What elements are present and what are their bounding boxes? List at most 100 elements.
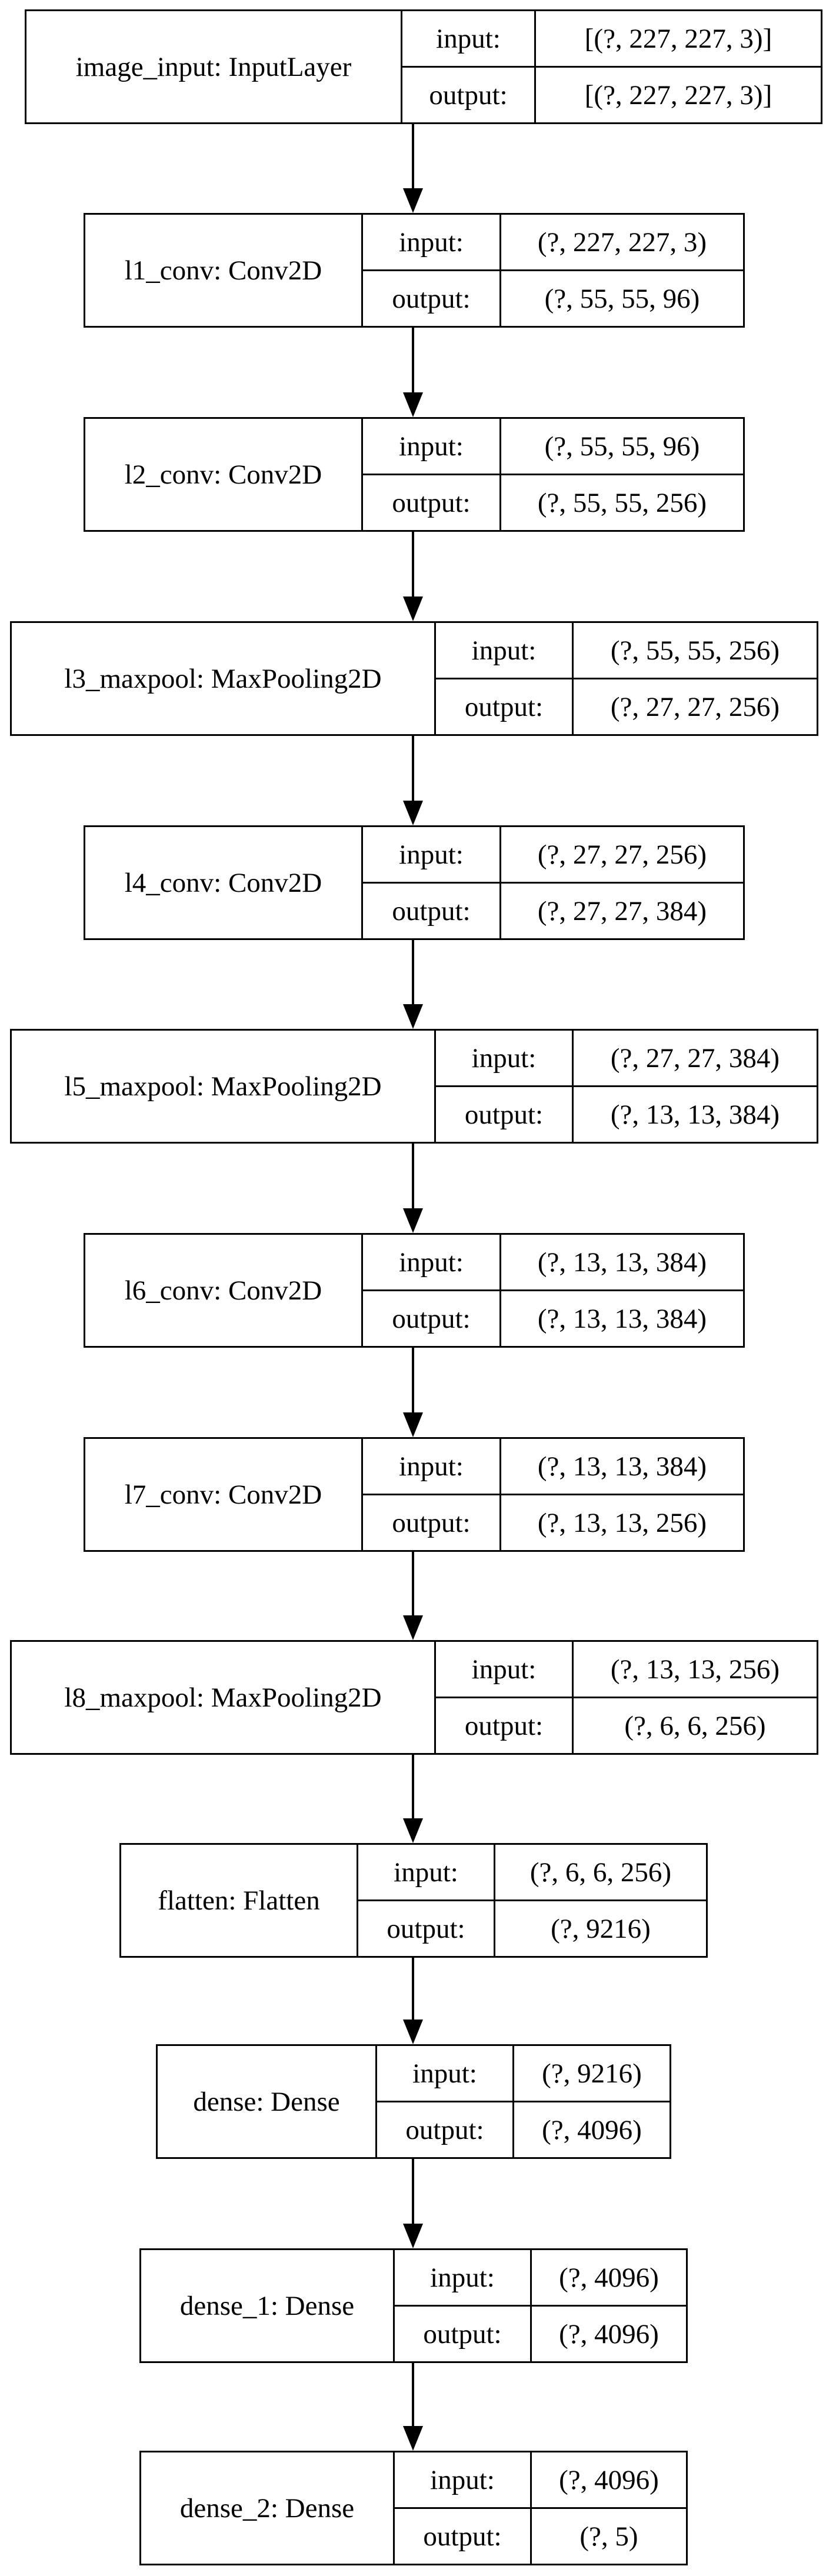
layer-node-image-input: image_input: InputLayer input: output: [… — [25, 9, 822, 124]
output-shape: (?, 13, 13, 256) — [537, 1507, 707, 1538]
input-label: input: — [363, 827, 499, 884]
input-shape: (?, 4096) — [532, 2250, 686, 2307]
input-label: input: — [436, 1031, 572, 1087]
input-label: input: — [436, 623, 572, 679]
arrowhead-icon — [403, 2224, 423, 2248]
layer-name: image_input: InputLayer — [26, 11, 402, 122]
edge-arrow — [403, 940, 423, 1029]
input-shape: (?, 13, 13, 256) — [574, 1642, 817, 1698]
layer-node-dense-2: dense_2: Dense input: output: (?, 4096) … — [139, 2451, 688, 2565]
layer-node-l2-conv: l2_conv: Conv2D input: output: (?, 55, 5… — [84, 417, 745, 532]
edge-arrow — [403, 2363, 423, 2451]
output-shape: (?, 27, 27, 384) — [537, 895, 707, 927]
output-label: output: — [405, 2114, 484, 2145]
input-label: input: — [436, 1642, 572, 1698]
edge-arrow — [403, 736, 423, 825]
layer-name: dense_1: Dense — [141, 2250, 395, 2361]
layer-name: dense: Dense — [158, 2046, 377, 2157]
output-label: output: — [387, 1913, 465, 1944]
output-label: output: — [429, 79, 508, 111]
layer-name: l4_conv: Conv2D — [85, 827, 363, 938]
output-shape: (?, 4096) — [542, 2114, 642, 2145]
output-label: output: — [392, 895, 471, 927]
edge-arrow — [403, 328, 423, 417]
output-label: output: — [423, 2318, 502, 2350]
input-label: input: — [395, 2452, 530, 2509]
arrowhead-icon — [403, 1208, 423, 1233]
layer-name: l5_maxpool: MaxPooling2D — [12, 1031, 436, 1142]
layer-name: l1_conv: Conv2D — [85, 215, 363, 326]
output-label: output: — [392, 487, 471, 518]
input-shape: [(?, 227, 227, 3)] — [536, 11, 821, 68]
input-label: input: — [402, 11, 534, 68]
layer-node-dense: dense: Dense input: output: (?, 9216) (?… — [156, 2044, 671, 2159]
layer-node-l4-conv: l4_conv: Conv2D input: output: (?, 27, 2… — [84, 825, 745, 940]
arrowhead-icon — [403, 392, 423, 417]
input-label: input: — [395, 2250, 530, 2307]
arrowhead-icon — [403, 1615, 423, 1640]
input-shape: (?, 13, 13, 384) — [501, 1439, 743, 1495]
arrowhead-icon — [403, 801, 423, 825]
input-shape: (?, 13, 13, 384) — [501, 1235, 743, 1291]
output-shape: (?, 13, 13, 384) — [537, 1303, 707, 1334]
edge-arrow — [403, 2159, 423, 2248]
output-shape: (?, 55, 55, 256) — [537, 487, 707, 518]
output-shape: [(?, 227, 227, 3)] — [584, 79, 772, 111]
arrowhead-icon — [403, 1004, 423, 1029]
layer-node-l8-maxpool: l8_maxpool: MaxPooling2D input: output: … — [10, 1640, 818, 1755]
output-label: output: — [464, 1099, 544, 1130]
output-shape: (?, 27, 27, 256) — [610, 691, 780, 722]
layer-name: l7_conv: Conv2D — [85, 1439, 363, 1550]
input-shape: (?, 9216) — [514, 2046, 670, 2102]
layer-name: l8_maxpool: MaxPooling2D — [12, 1642, 436, 1753]
layer-node-l7-conv: l7_conv: Conv2D input: output: (?, 13, 1… — [84, 1437, 745, 1552]
layer-name: l2_conv: Conv2D — [85, 419, 363, 530]
layer-name: l3_maxpool: MaxPooling2D — [12, 623, 436, 734]
layer-node-l3-maxpool: l3_maxpool: MaxPooling2D input: output: … — [10, 621, 818, 736]
output-label: output: — [423, 2521, 502, 2552]
layer-node-flatten: flatten: Flatten input: output: (?, 6, 6… — [119, 1843, 708, 1958]
arrowhead-icon — [403, 1412, 423, 1437]
input-label: input: — [363, 215, 499, 271]
edge-arrow — [403, 532, 423, 621]
input-label: input: — [363, 419, 499, 475]
output-label: output: — [392, 283, 471, 314]
arrowhead-icon — [403, 596, 423, 621]
input-label: input: — [377, 2046, 512, 2102]
input-label: input: — [358, 1845, 494, 1901]
edge-arrow — [403, 1958, 423, 2044]
output-shape: (?, 4096) — [559, 2318, 659, 2350]
layer-name: flatten: Flatten — [121, 1845, 358, 1956]
edge-arrow — [403, 1755, 423, 1843]
arrowhead-icon — [403, 1818, 423, 1843]
layer-name: dense_2: Dense — [141, 2452, 395, 2564]
edge-arrow — [403, 124, 423, 213]
arrowhead-icon — [403, 2426, 423, 2451]
output-label: output: — [392, 1303, 471, 1334]
output-shape: (?, 5) — [579, 2521, 638, 2552]
layer-name: l6_conv: Conv2D — [85, 1235, 363, 1346]
layer-node-l5-maxpool: l5_maxpool: MaxPooling2D input: output: … — [10, 1029, 818, 1144]
layer-node-l6-conv: l6_conv: Conv2D input: output: (?, 13, 1… — [84, 1233, 745, 1348]
input-shape: (?, 4096) — [532, 2452, 686, 2509]
output-shape: (?, 6, 6, 256) — [624, 1710, 766, 1741]
arrowhead-icon — [403, 188, 423, 213]
input-shape: (?, 27, 27, 256) — [501, 827, 743, 884]
layer-node-dense-1: dense_1: Dense input: output: (?, 4096) … — [139, 2248, 688, 2363]
edge-arrow — [403, 1348, 423, 1437]
output-label: output: — [464, 691, 544, 722]
input-label: input: — [363, 1439, 499, 1495]
edge-arrow — [403, 1144, 423, 1233]
output-label: output: — [464, 1710, 544, 1741]
output-shape: (?, 13, 13, 384) — [610, 1099, 780, 1130]
output-label: output: — [392, 1507, 471, 1538]
input-shape: (?, 27, 27, 384) — [574, 1031, 817, 1087]
input-shape: (?, 55, 55, 96) — [501, 419, 743, 475]
input-label: input: — [363, 1235, 499, 1291]
output-shape: (?, 9216) — [551, 1913, 651, 1944]
input-shape: (?, 227, 227, 3) — [501, 215, 743, 271]
input-shape: (?, 55, 55, 256) — [574, 623, 817, 679]
arrowhead-icon — [403, 2020, 423, 2044]
